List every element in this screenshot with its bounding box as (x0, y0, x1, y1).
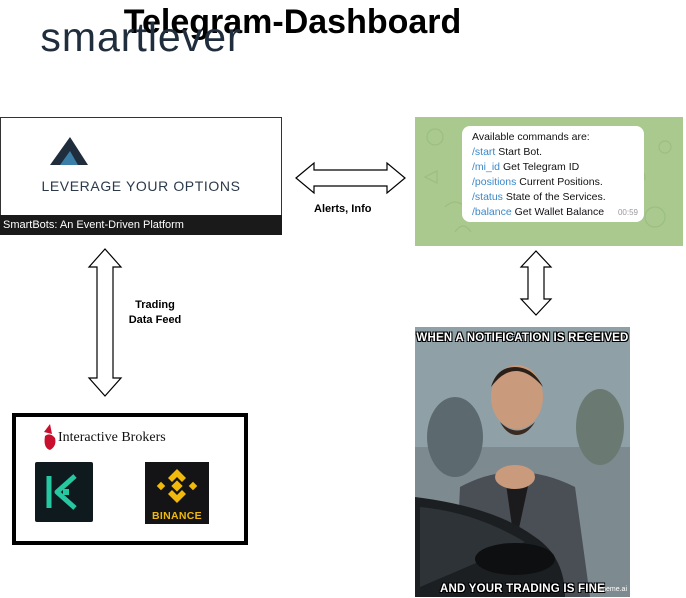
telegram-command-balance: /balance Get Wallet Balance (472, 205, 634, 220)
telegram-command-mi-id: /mi_id Get Telegram ID (472, 160, 634, 175)
double-arrow-vertical-right (519, 250, 553, 316)
command-desc: Get Telegram ID (502, 161, 580, 173)
ib-logo-icon (44, 424, 56, 450)
trading-label: Trading Data Feed (115, 298, 195, 328)
smartlever-logo: smartlever (40, 14, 242, 60)
smartlever-tagline: LEVERAGE YOUR OPTIONS (41, 178, 241, 194)
double-arrow-horizontal (295, 161, 406, 195)
command-desc: Get Wallet Balance (514, 206, 605, 218)
meme-watermark: meme.ai (600, 586, 627, 593)
telegram-intro: Available commands are: (472, 131, 590, 143)
interactive-brokers-label: Interactive Brokers (58, 430, 166, 445)
command-link[interactable]: /mi_id (472, 161, 501, 173)
command-link[interactable]: /start (472, 146, 496, 158)
trading-label-line1: Trading (135, 299, 175, 311)
telegram-command-positions: /positions Current Positions. (472, 175, 634, 190)
meme-bottom-text: AND YOUR TRADING IS FINE (440, 583, 605, 595)
command-link[interactable]: /balance (472, 206, 512, 218)
page-title: Telegram-Dashboard (123, 3, 462, 41)
message-time: 00:59 (617, 208, 638, 217)
command-desc: State of the Services. (505, 191, 606, 203)
command-desc: Start Bot. (498, 146, 543, 158)
command-link[interactable]: /positions (472, 176, 517, 188)
meme-image: WHEN A NOTIFICATION IS RECEIVED AND YOUR… (415, 327, 630, 597)
trading-label-line2: Data Feed (128, 314, 182, 326)
meme-illustration (415, 327, 630, 597)
alerts-label: Alerts, Info (314, 203, 372, 215)
double-arrow-vertical-left (87, 248, 123, 397)
meme-top-text: WHEN A NOTIFICATION IS RECEIVED (416, 332, 629, 344)
binance-logo-icon (145, 462, 209, 524)
command-link[interactable]: /status (472, 191, 503, 203)
kucoin-logo-icon (35, 462, 93, 522)
telegram-command-start: /start Start Bot. (472, 145, 634, 160)
command-desc: Current Positions. (519, 176, 603, 188)
binance-label: BINANCE (152, 510, 202, 522)
telegram-command-status: /status State of the Services. (472, 190, 634, 205)
smartlever-mountain-icon (48, 133, 90, 167)
smartlever-footer: SmartBots: An Event-Driven Platform (0, 215, 282, 235)
telegram-message-bubble: Available commands are: /start Start Bot… (462, 126, 644, 222)
